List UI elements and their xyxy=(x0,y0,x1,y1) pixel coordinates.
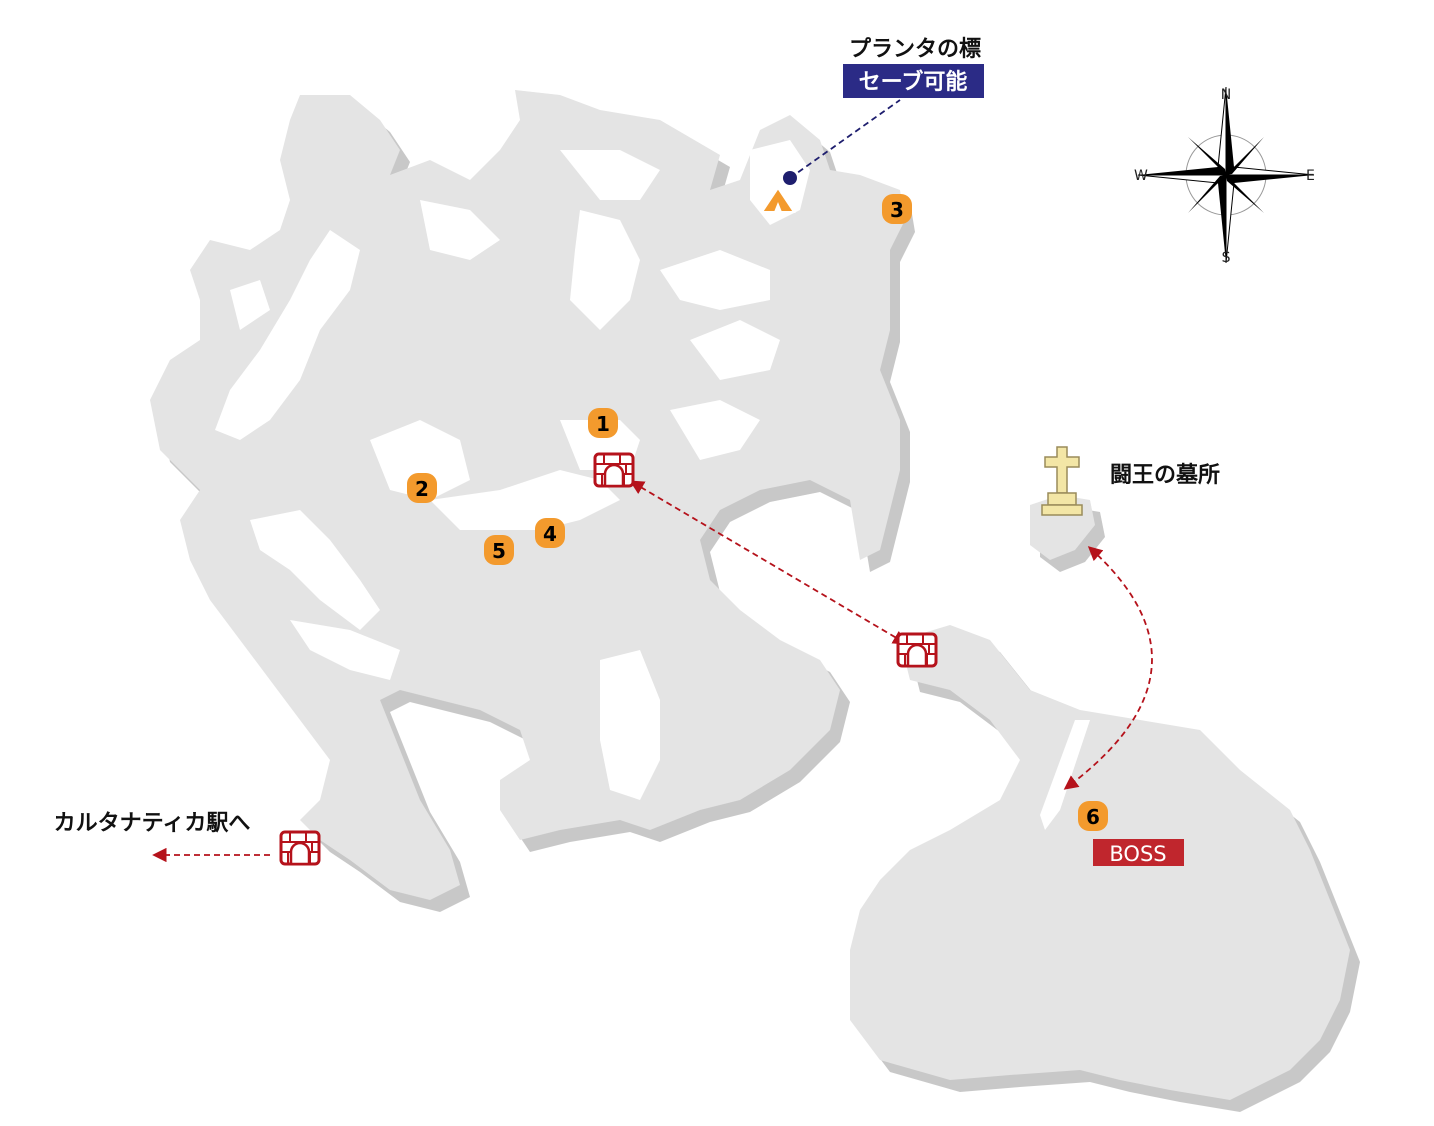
svg-text:1: 1 xyxy=(596,412,610,436)
save-point-name-label: プランタの標 xyxy=(849,37,981,62)
marker-1[interactable]: 1 xyxy=(588,408,618,438)
svg-text:5: 5 xyxy=(492,539,506,563)
tent-icon[interactable] xyxy=(760,186,796,213)
map-landmass-layer xyxy=(150,90,1350,1100)
save-badge-label: セーブ可能 xyxy=(859,69,968,95)
marker-3[interactable]: 3 xyxy=(882,194,912,224)
save-point-dot-icon xyxy=(783,171,797,185)
exit-west-label: カルタナティカ駅へ xyxy=(54,811,251,836)
svg-text:3: 3 xyxy=(890,198,904,222)
compass-rose-icon: N S E W xyxy=(1134,86,1315,266)
tunnel-icon[interactable] xyxy=(896,632,938,668)
marker-4[interactable]: 4 xyxy=(535,518,565,548)
route-arrow-tunnel-link xyxy=(629,480,908,645)
marker-6[interactable]: 6 xyxy=(1078,801,1108,831)
grave-name-label: 闘王の墓所 xyxy=(1110,463,1220,488)
boss-badge-bg xyxy=(1093,839,1184,866)
svg-text:N: N xyxy=(1221,87,1231,103)
save-badge-bg xyxy=(843,64,984,98)
svg-text:4: 4 xyxy=(543,522,557,546)
svg-text:S: S xyxy=(1222,250,1231,266)
tunnel-icon[interactable] xyxy=(593,452,635,488)
tunnel-icon[interactable] xyxy=(279,830,321,866)
cave-walls xyxy=(215,140,810,800)
svg-text:6: 6 xyxy=(1086,805,1100,829)
boss-badge-label: BOSS xyxy=(1109,842,1166,866)
svg-text:W: W xyxy=(1134,168,1148,184)
grave-cross-icon[interactable] xyxy=(1041,446,1083,516)
svg-text:E: E xyxy=(1306,168,1315,184)
svg-text:2: 2 xyxy=(415,477,429,501)
marker-2[interactable]: 2 xyxy=(407,473,437,503)
save-point-leader-line xyxy=(789,99,901,179)
route-lines xyxy=(152,99,1153,863)
route-arrow-grave-link xyxy=(1063,546,1153,790)
marker-5[interactable]: 5 xyxy=(484,535,514,565)
